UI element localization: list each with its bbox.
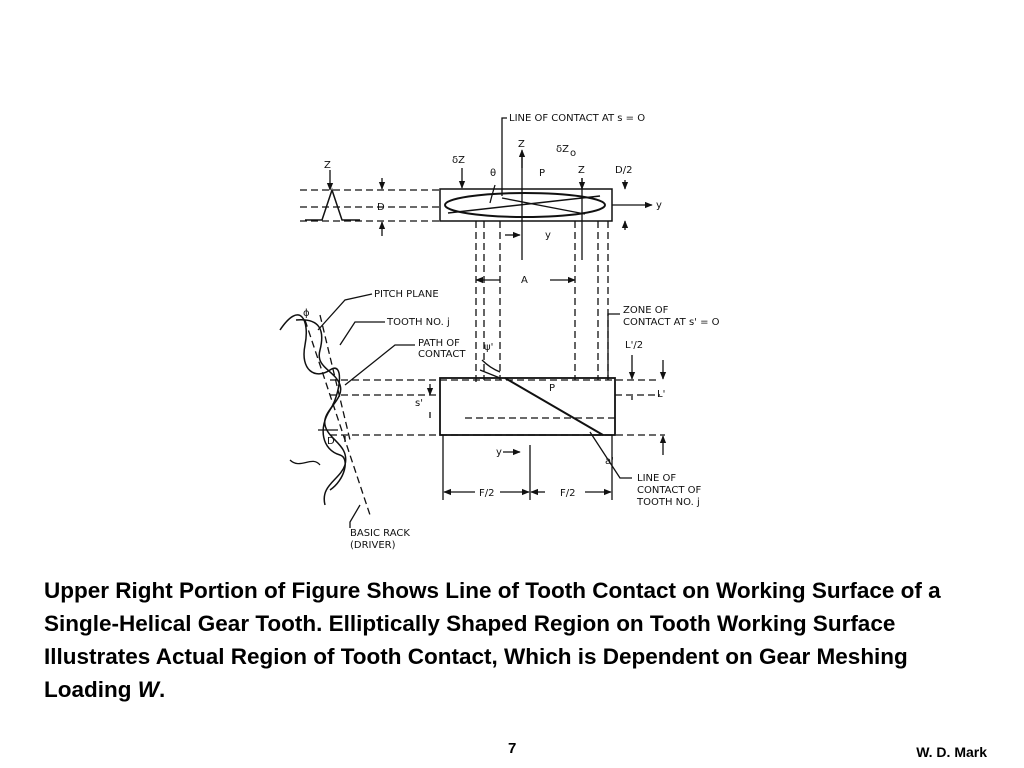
label-path-of-contact-1: PATH OF bbox=[418, 338, 460, 349]
label-d-left: D bbox=[377, 202, 385, 213]
label-phi: ϕ bbox=[303, 308, 310, 319]
label-f-over-2-right: F/2 bbox=[560, 488, 575, 499]
label-delta-z0: δZ bbox=[556, 144, 569, 155]
caption-text: Upper Right Portion of Figure Shows Line… bbox=[44, 578, 941, 702]
label-d-lower: D bbox=[327, 436, 335, 447]
label-z-left: Z bbox=[324, 160, 331, 171]
label-y-upper: y bbox=[545, 230, 551, 241]
label-s-prime: s' bbox=[415, 398, 423, 409]
label-psi-prime: ψ' bbox=[484, 342, 493, 353]
label-zone-of-contact-2: CONTACT AT s' = O bbox=[623, 317, 720, 328]
label-line-of-contact-tooth-3: TOOTH NO. j bbox=[636, 497, 700, 508]
label-f-over-2-left: F/2 bbox=[479, 488, 494, 499]
label-a-dim: A bbox=[521, 275, 528, 286]
label-z-right: Z bbox=[578, 165, 585, 176]
label-pitch-plane: PITCH PLANE bbox=[374, 289, 439, 300]
diagram-labels: LINE OF CONTACT AT s = O Z δZ θ Z δZ o P… bbox=[303, 113, 720, 551]
label-zone-of-contact-1: ZONE OF bbox=[623, 305, 669, 316]
upper-tooth-view bbox=[300, 117, 653, 385]
label-theta: θ bbox=[490, 168, 496, 179]
page-number: 7 bbox=[508, 740, 517, 757]
label-y-lower: y bbox=[496, 447, 502, 458]
label-basic-rack-1: BASIC RACK bbox=[350, 528, 410, 539]
label-line-of-contact-s0: LINE OF CONTACT AT s = O bbox=[509, 113, 645, 124]
label-p-lower: P bbox=[549, 383, 555, 394]
label-l-prime-over-2: L'/2 bbox=[625, 340, 643, 351]
slide-caption: Upper Right Portion of Figure Shows Line… bbox=[44, 574, 994, 706]
label-a-prime: a' bbox=[605, 456, 614, 467]
label-z-mid: Z bbox=[518, 139, 525, 150]
label-line-of-contact-tooth-1: LINE OF bbox=[637, 473, 676, 484]
caption-variable: W bbox=[137, 677, 159, 702]
label-y-axis: y bbox=[656, 200, 662, 211]
lower-rack-view bbox=[279, 293, 667, 528]
label-tooth-no-j: TOOTH NO. j bbox=[386, 317, 450, 328]
label-basic-rack-2: (DRIVER) bbox=[350, 540, 396, 551]
label-path-of-contact-2: CONTACT bbox=[418, 349, 466, 360]
gear-contact-diagram: LINE OF CONTACT AT s = O Z δZ θ Z δZ o P… bbox=[279, 113, 720, 551]
label-p-upper: P bbox=[539, 168, 545, 179]
caption-period: . bbox=[159, 677, 166, 702]
label-d-over-2: D/2 bbox=[615, 165, 632, 176]
label-delta-z0-sub: o bbox=[570, 148, 576, 159]
label-l-prime: L' bbox=[657, 389, 665, 400]
label-line-of-contact-tooth-2: CONTACT OF bbox=[637, 485, 701, 496]
author-name: W. D. Mark bbox=[916, 744, 987, 760]
label-delta-z: δZ bbox=[452, 155, 465, 166]
